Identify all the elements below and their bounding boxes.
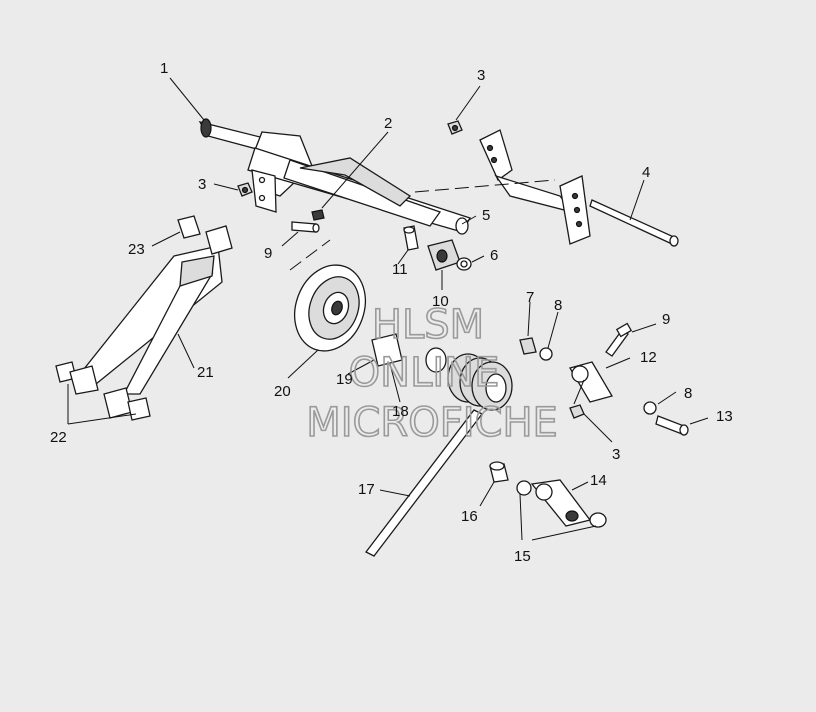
part-11-bushing <box>403 225 419 251</box>
part-21-front-arm <box>79 245 223 395</box>
callout-3: 3 <box>612 446 620 463</box>
callout-6: 6 <box>490 247 498 264</box>
callout-3: 3 <box>198 176 206 193</box>
part-17-spring-rod <box>365 409 483 557</box>
wheel-axis-dashline <box>289 239 331 271</box>
part-10-hub-cap <box>427 239 461 271</box>
part-20-idler-wheel <box>294 264 366 352</box>
bolt-axis-dashline <box>414 179 556 193</box>
callout-17: 17 <box>358 481 375 498</box>
part-18-torsion-spring <box>425 347 513 411</box>
callout-3: 3 <box>477 67 485 84</box>
callout-8: 8 <box>554 297 562 314</box>
part-3-nut-right <box>569 404 585 419</box>
part-15-bushing-pair <box>516 480 607 528</box>
leader-lines <box>67 77 709 541</box>
callout-15: 15 <box>514 548 531 565</box>
part-1-rear-arm-shaft <box>198 118 471 235</box>
callout-7: 7 <box>526 289 534 306</box>
callout-8: 8 <box>684 385 692 402</box>
callout-10: 10 <box>432 293 449 310</box>
part-3-nut-top <box>447 120 463 135</box>
watermark-line-1: HLSM <box>372 302 484 348</box>
watermark-line-2: ONLINE <box>349 350 500 396</box>
callout-4: 4 <box>642 164 650 181</box>
callout-23: 23 <box>128 241 145 258</box>
callout-5: 5 <box>482 207 490 224</box>
part-13-bolt <box>655 415 689 436</box>
callout-13: 13 <box>716 408 733 425</box>
callout-12: 12 <box>640 349 657 366</box>
callout-20: 20 <box>274 383 291 400</box>
part-8-washer-right <box>643 401 657 415</box>
part-12-pivot-arm <box>569 361 613 403</box>
callout-18: 18 <box>392 403 409 420</box>
part-9-bolt-left <box>291 221 320 233</box>
part-2-grease-fitting <box>311 209 325 221</box>
callout-14: 14 <box>590 472 607 489</box>
part-6-washer <box>456 257 472 271</box>
callout-1: 1 <box>160 60 168 77</box>
callout-16: 16 <box>461 508 478 525</box>
callout-21: 21 <box>197 364 214 381</box>
part-8-washer-top <box>539 347 553 361</box>
part-16-bushing <box>489 461 509 483</box>
callout-19: 19 <box>336 371 353 388</box>
part-9-bolt-right <box>605 322 633 357</box>
part-4-mount-bracket <box>479 129 591 245</box>
part-4-long-bolt <box>589 199 679 247</box>
watermark-line-3: MICROFICHE <box>306 400 558 446</box>
part-14-lower-arm <box>530 479 592 527</box>
part-23-bushings <box>177 215 233 255</box>
callout-9: 9 <box>662 311 670 328</box>
callout-11: 11 <box>392 261 408 278</box>
part-7-nut <box>519 337 537 355</box>
callout-labels: 1 2 3 3 3 4 5 6 7 8 8 9 9 10 11 12 13 14… <box>50 60 733 565</box>
part-3-nut-left <box>237 182 253 197</box>
callout-2: 2 <box>384 115 392 132</box>
callout-9: 9 <box>264 245 272 262</box>
part-19-spacer <box>371 333 403 367</box>
callout-22: 22 <box>50 429 67 446</box>
watermark: HLSM ONLINE MICROFICHE <box>305 301 558 447</box>
